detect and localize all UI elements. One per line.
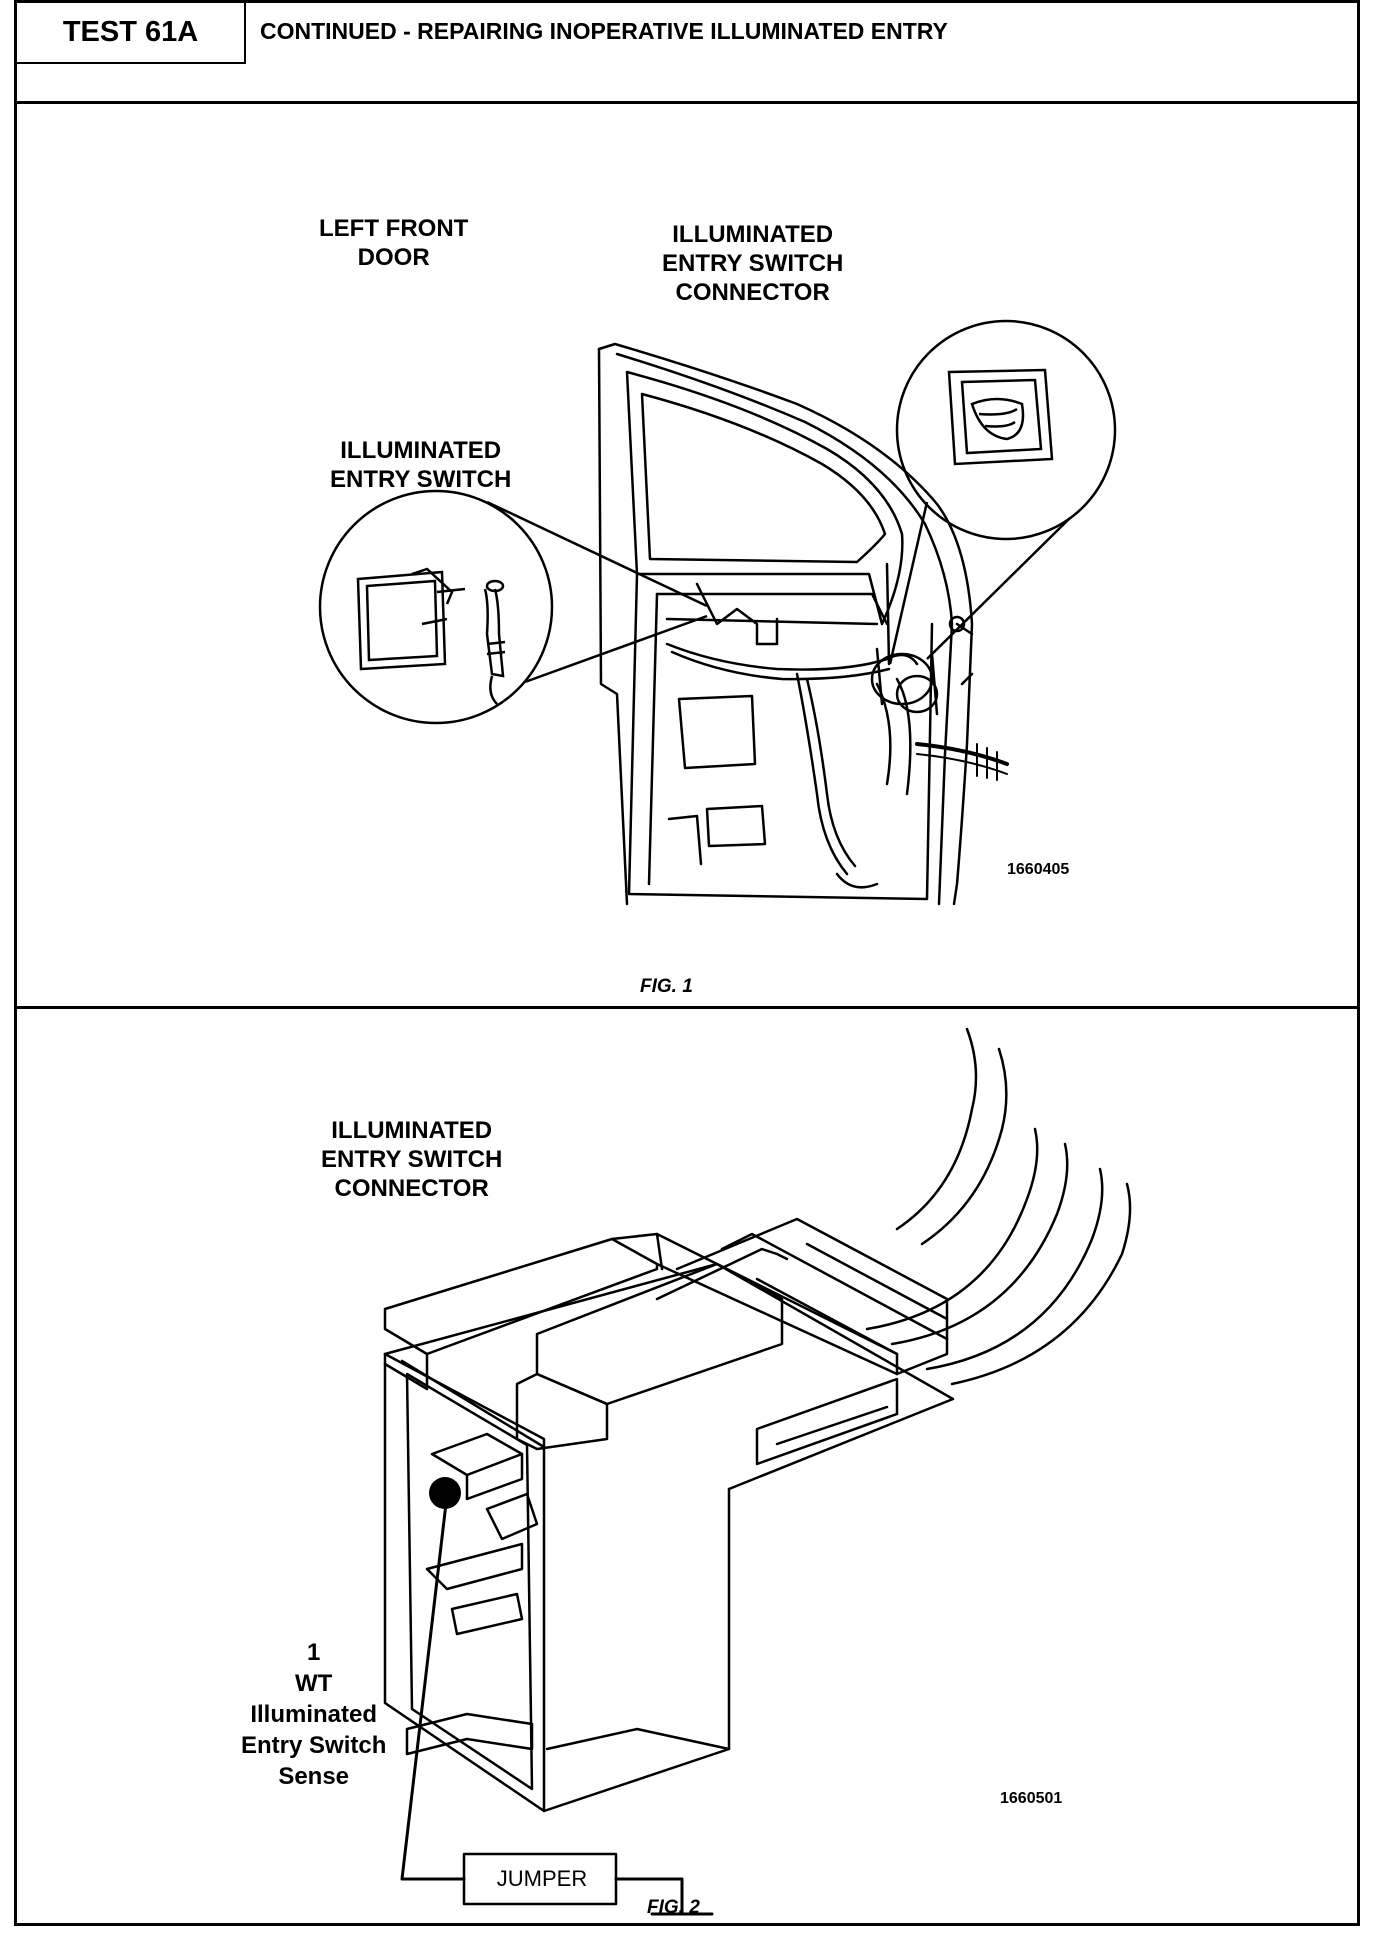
fig2-connector-label: ILLUMINATED ENTRY SWITCH CONNECTOR [321, 1117, 503, 1202]
page-title: CONTINUED - REPAIRING INOPERATIVE ILLUMI… [260, 18, 948, 44]
fig2-part-number: 1660501 [1000, 1790, 1063, 1807]
fig1-connector-label: ILLUMINATED ENTRY SWITCH CONNECTOR [662, 221, 844, 306]
illuminated-entry-switch-label: ILLUMINATED ENTRY SWITCH [330, 437, 512, 493]
left-front-door-label: LEFT FRONT DOOR [319, 215, 469, 271]
figure-1-panel: LEFT FRONT DOOR ILLUMINATED ENTRY SWITCH… [17, 104, 1357, 1009]
pin-1-marker [429, 1477, 461, 1509]
jumper-lead [400, 1493, 466, 1881]
door-outer-frame [597, 342, 974, 906]
page-frame: TEST 61A CONTINUED - REPAIRING INOPERATI… [14, 0, 1360, 1926]
window-opening [625, 370, 904, 626]
wire-1 [895, 1027, 978, 1231]
test-number-box: TEST 61A [17, 3, 246, 64]
fig2-caption: FIG. 2 [647, 1897, 700, 1918]
door-illustration [318, 319, 1117, 906]
figure-2-panel: ILLUMINATED ENTRY SWITCH CONNECTOR 1 WT … [17, 1009, 1357, 1923]
jumper-label: JUMPER [496, 1866, 588, 1891]
connector-opening [405, 1372, 534, 1791]
pin-1-label: 1 WT Illuminated Entry Switch Sense [241, 1639, 387, 1790]
door-inner-panel [627, 572, 934, 901]
ground-symbol [650, 1912, 714, 1916]
test-number: TEST 61A [62, 16, 199, 48]
page-header: TEST 61A CONTINUED - REPAIRING INOPERATI… [17, 3, 1357, 104]
connector-detail-circle [895, 319, 1117, 541]
connector-illustration [383, 1027, 1132, 1916]
switch-detail-circle [318, 489, 554, 725]
fig1-part-number: 1660405 [1007, 861, 1070, 878]
fig1-caption: FIG. 1 [640, 976, 693, 997]
